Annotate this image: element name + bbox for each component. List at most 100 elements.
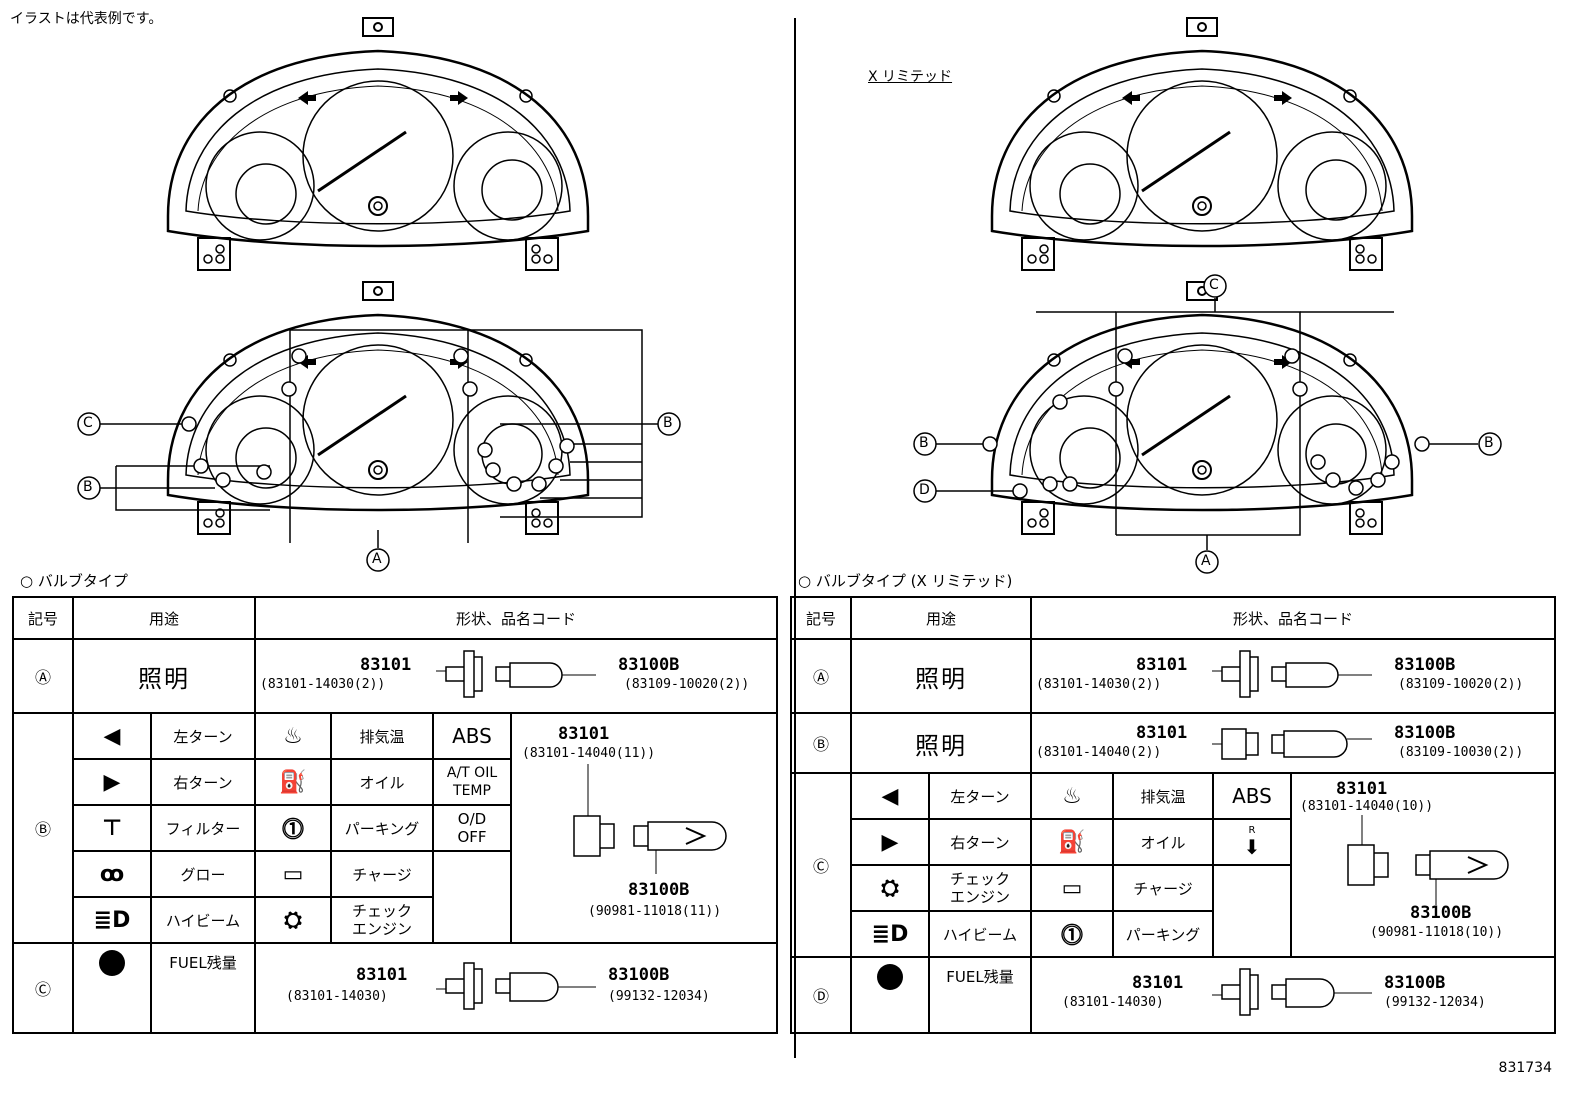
- row-c-symbol: Ⓒ: [12, 942, 74, 1034]
- at-oil-temp-label: A/T OIL TEMP: [432, 758, 512, 806]
- right-arrow-icon: ▶: [72, 758, 152, 806]
- glow-icon: ꝏ: [72, 850, 152, 898]
- header-shape: 形状、品名コード: [254, 596, 778, 640]
- row-b-socket-part: 83101: [1136, 723, 1188, 743]
- abs-label: ABS: [432, 712, 512, 760]
- illustration-note: イラストは代表例です。: [10, 11, 163, 27]
- row-d-bulb-part: 83100B: [1384, 973, 1446, 993]
- item-parking: パーキング: [330, 804, 434, 852]
- row-d-shape: 83101 (83101-14030) 83100B (99132-12034): [1030, 956, 1556, 1034]
- item-check-engine: チェック エンジン: [330, 896, 434, 944]
- row-a-shape: 83101 (83101-14030(2)) 83100B (83109-100…: [1030, 638, 1556, 714]
- item-charge: チャージ: [330, 850, 434, 898]
- filter-icon: ⊤: [72, 804, 152, 852]
- item-parking: パーキング: [1112, 910, 1214, 958]
- header-shape: 形状、品名コード: [1030, 596, 1556, 640]
- item-left-turn: 左ターン: [150, 712, 256, 760]
- item-oil: オイル: [1112, 818, 1214, 866]
- row-b-usage: 照明: [850, 712, 1032, 774]
- row-b-bulb-code: (90981-11018(11)): [588, 904, 722, 919]
- item-filter: フィルター: [150, 804, 256, 852]
- item-charge: チャージ: [1112, 864, 1214, 912]
- exhaust-temp-icon: ♨: [254, 712, 332, 760]
- row-b-symbol: Ⓑ: [12, 712, 74, 944]
- center-divider: [794, 18, 796, 1058]
- socket-bulb-drawing: [436, 650, 596, 698]
- header-symbol: 記号: [12, 596, 74, 640]
- abs-label: ABS: [1212, 772, 1292, 820]
- header-symbol: 記号: [790, 596, 852, 640]
- row-a-symbol: Ⓐ: [12, 638, 74, 714]
- row-d-socket-code: (83101-14030): [1062, 995, 1164, 1010]
- x-limited-title: X リミテッド: [868, 69, 953, 85]
- item-fuel: FUEL残量: [928, 956, 1032, 1034]
- row-c-bulb-code: (90981-11018(10)): [1370, 925, 1504, 940]
- charge-icon: ▭: [1030, 864, 1114, 912]
- row-d-socket-part: 83101: [1132, 973, 1184, 993]
- reverse-indicator: R ⬇: [1212, 818, 1292, 866]
- catalog-number: 831734: [1498, 1060, 1552, 1076]
- row-a-socket-part: 83101: [360, 655, 412, 675]
- row-c-socket-code: (83101-14040(10)): [1300, 799, 1434, 814]
- parking-icon: ⓵: [254, 804, 332, 852]
- socket-bulb-drawing-d: [1212, 968, 1372, 1016]
- row-a-usage: 照明: [72, 638, 256, 714]
- row-a-bulb-part: 83100B: [618, 655, 680, 675]
- parking-icon: ⓵: [1030, 910, 1114, 958]
- item-exhaust-temp: 排気温: [1112, 772, 1214, 820]
- row-c-socket-code: (83101-14030): [286, 989, 388, 1004]
- left-arrow-icon: ◀: [72, 712, 152, 760]
- row-a-bulb-part: 83100B: [1394, 655, 1456, 675]
- item-left-turn: 左ターン: [928, 772, 1032, 820]
- left-arrow-icon: ◀: [850, 772, 930, 820]
- high-beam-icon: ≣D: [850, 910, 930, 958]
- row-c-symbol: Ⓒ: [790, 772, 852, 958]
- header-usage: 用途: [72, 596, 256, 640]
- right-bulb-table: 記号 用途 形状、品名コード Ⓐ 照明 83101 (83101-14030(2…: [790, 596, 1556, 1034]
- item-right-turn: 右ターン: [928, 818, 1032, 866]
- instrument-cluster-illustrations: [77, 16, 1502, 574]
- exhaust-temp-icon: ♨: [1030, 772, 1114, 820]
- od-off-label: O/D OFF: [432, 804, 512, 852]
- check-engine-icon: ⛭: [254, 896, 332, 944]
- right-callout-d-letter: D: [919, 482, 930, 498]
- row-b-bulb-part: 83100B: [1394, 723, 1456, 743]
- item-glow: グロー: [150, 850, 256, 898]
- row-b-socket-part: 83101: [558, 724, 610, 744]
- socket-bulb-drawing: [1212, 650, 1372, 698]
- right-callout-b2-letter: B: [1484, 435, 1494, 451]
- check-engine-icon: ⛭: [850, 864, 930, 912]
- item-exhaust-temp: 排気温: [330, 712, 434, 760]
- row-d-bulb-code: (99132-12034): [1384, 995, 1486, 1010]
- fuel-dot-icon: [72, 942, 152, 1034]
- left-section-title: ○ バルブタイプ: [20, 572, 128, 590]
- row-a-shape: 83101 (83101-14030(2)) 83100B (83109-100…: [254, 638, 778, 714]
- socket-bulb-drawing-c: [436, 962, 596, 1010]
- fuel-dot-icon: [850, 956, 930, 1034]
- oil-icon: ⛽: [254, 758, 332, 806]
- left-callout-b2-letter: B: [663, 415, 673, 431]
- oil-icon: ⛽: [1030, 818, 1114, 866]
- row-c-bulb-part: 83100B: [1410, 903, 1472, 923]
- charge-icon: ▭: [254, 850, 332, 898]
- left-callout-c-letter: C: [83, 415, 93, 431]
- cluster-rear-view: [166, 280, 590, 536]
- row-c-shape: 83101 (83101-14040(10)) 83100B (90981-11…: [1290, 772, 1556, 958]
- row-b-socket-code: (83101-14040(2)): [1036, 745, 1162, 760]
- row-b-socket-code: (83101-14040(11)): [522, 746, 656, 761]
- wedge-bulb-drawing: [573, 764, 727, 874]
- row-c-socket-part: 83101: [356, 965, 408, 985]
- high-beam-icon: ≣D: [72, 896, 152, 944]
- down-arrow-icon: ⬇: [1243, 835, 1261, 859]
- row-c-shape: 83101 (83101-14030) 83100B (99132-12034): [254, 942, 778, 1034]
- left-callout-a-letter: A: [372, 551, 382, 567]
- item-high-beam: ハイビーム: [150, 896, 256, 944]
- item-right-turn: 右ターン: [150, 758, 256, 806]
- row-a-socket-code: (83101-14030(2)): [1036, 677, 1162, 692]
- row-a-symbol: Ⓐ: [790, 638, 852, 714]
- row-c-bulb-code: (99132-12034): [608, 989, 710, 1004]
- header-usage: 用途: [850, 596, 1032, 640]
- row-a-bulb-code: (83109-10020(2)): [624, 677, 750, 692]
- right-callout-b-letter: B: [919, 435, 929, 451]
- cluster-front-view: [166, 16, 590, 272]
